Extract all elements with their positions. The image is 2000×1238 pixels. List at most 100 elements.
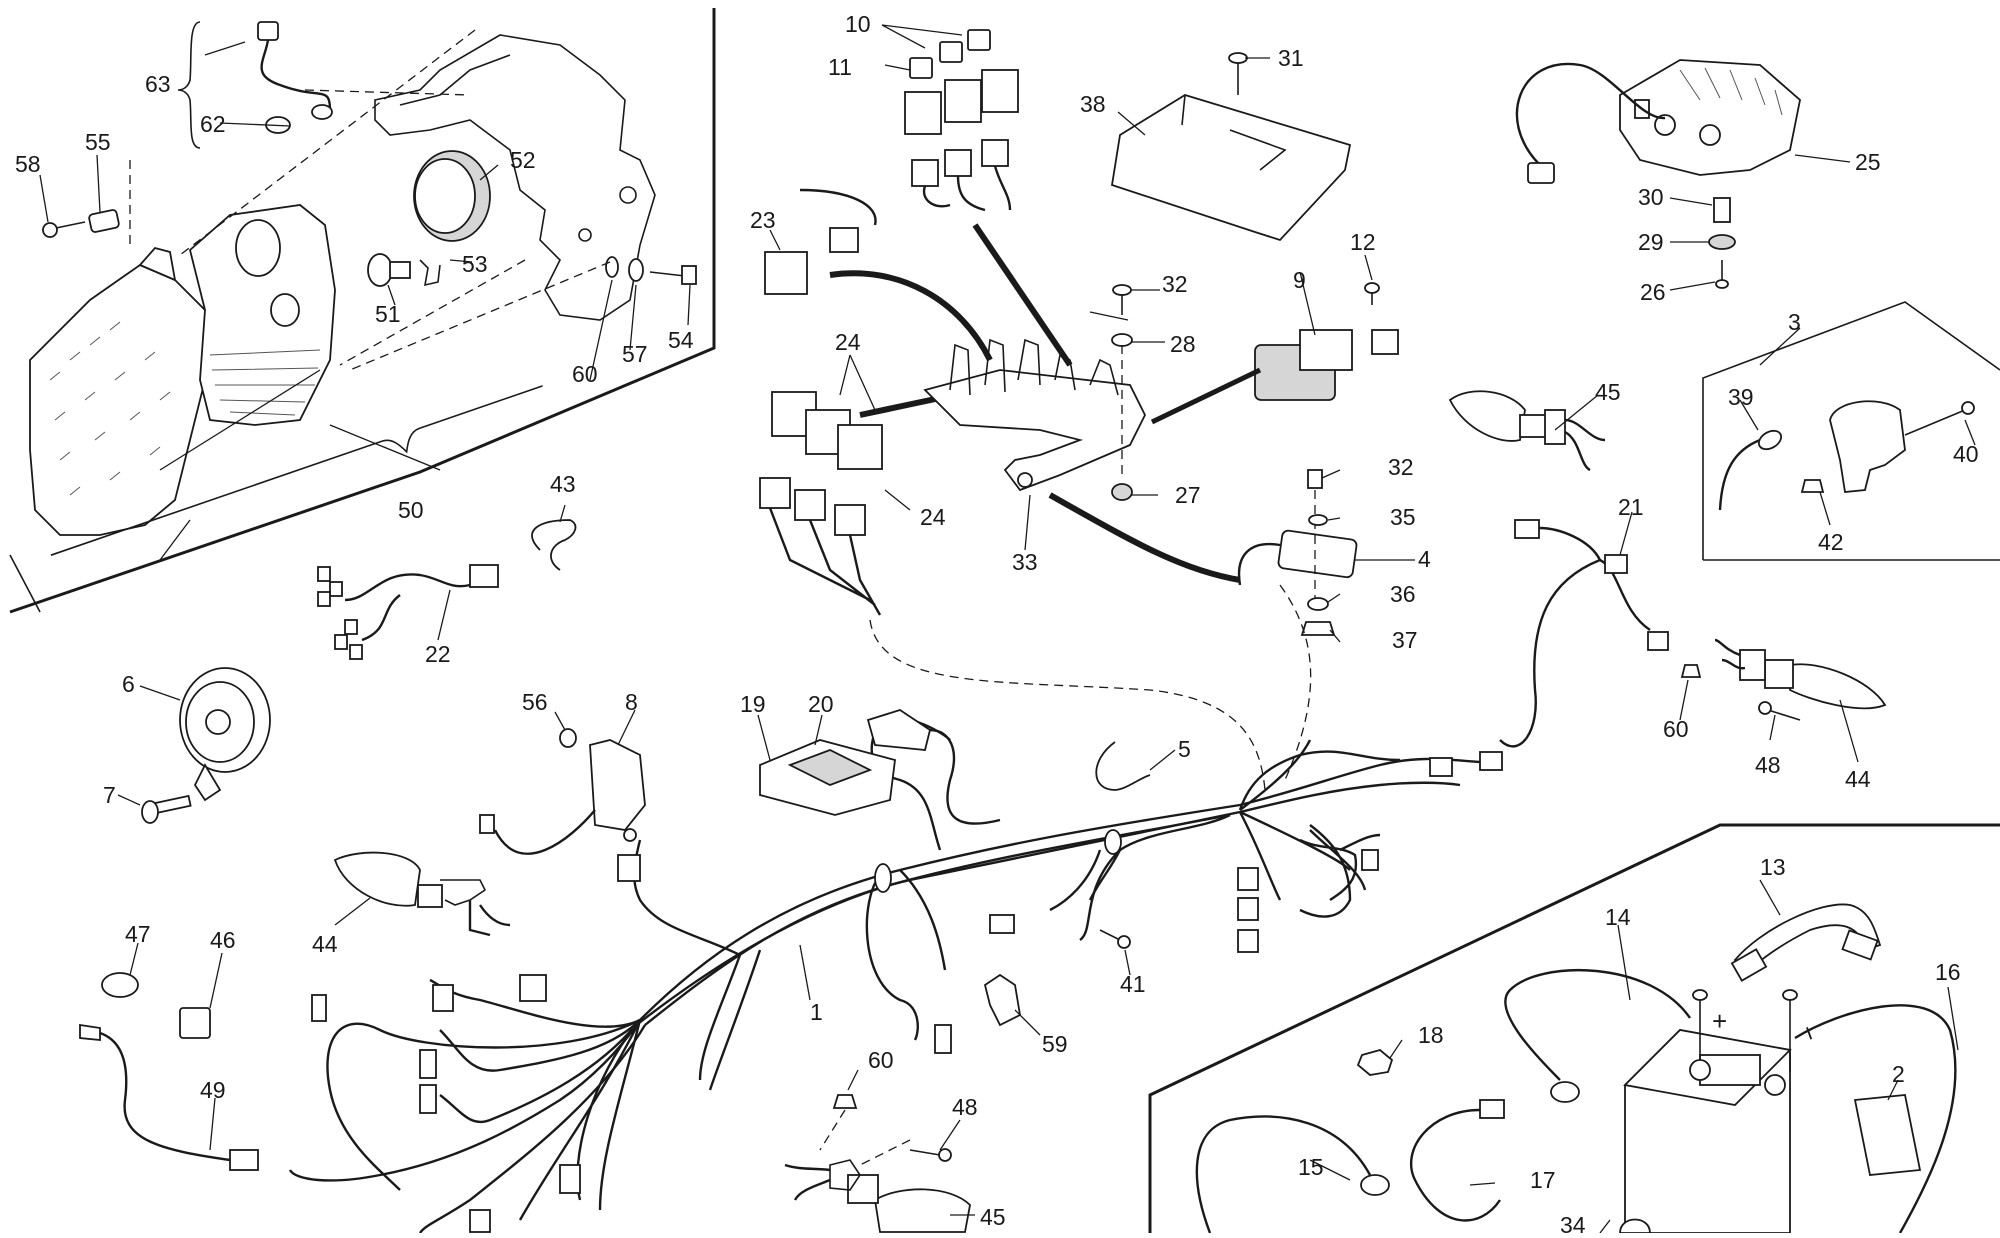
sensor-49 — [79, 1023, 259, 1171]
label-47: 47 — [125, 921, 151, 947]
nut-18 — [1356, 1049, 1394, 1076]
ecu-19-20 — [757, 709, 1001, 825]
label-36: 36 — [1390, 581, 1416, 607]
label-26: 26 — [1640, 279, 1666, 305]
label-13: 13 — [1760, 854, 1786, 880]
label-41: 41 — [1120, 971, 1146, 997]
brace-63 — [177, 21, 201, 149]
turn-signal-44-right — [1679, 638, 1887, 763]
label-24a: 24 — [835, 329, 861, 355]
cap-46 — [179, 1007, 211, 1039]
cover-52 — [413, 150, 491, 242]
label-9: 9 — [1293, 267, 1306, 293]
label-44b: 44 — [1845, 766, 1871, 792]
part-number-labels: 1 2 3 4 5 6 7 8 9 10 11 12 13 14 15 16 1… — [15, 11, 1979, 1238]
label-12: 12 — [1350, 229, 1376, 255]
label-55: 55 — [85, 129, 111, 155]
screw-58 — [42, 209, 120, 238]
label-32b: 32 — [1388, 454, 1414, 480]
label-32a: 32 — [1162, 271, 1188, 297]
screw-48-bottom — [909, 1149, 941, 1156]
licence-light-group — [1702, 301, 2000, 561]
strap-13 — [1733, 903, 1882, 972]
label-7: 7 — [103, 782, 116, 808]
label-23: 23 — [750, 207, 776, 233]
label-16: 16 — [1935, 959, 1961, 985]
label-10: 10 — [845, 11, 871, 37]
bulb-51 — [367, 253, 411, 287]
nut-60-right — [1680, 664, 1702, 678]
bolt-54 — [605, 256, 697, 285]
label-50: 50 — [398, 497, 424, 523]
label-56: 56 — [522, 689, 548, 715]
label-45a: 45 — [1595, 379, 1621, 405]
relay-11 — [904, 69, 1019, 212]
sub-harness-22 — [317, 564, 499, 660]
battery-group — [1148, 823, 2000, 1234]
screw-32-top — [1111, 284, 1133, 501]
label-11: 11 — [828, 54, 852, 80]
panel-border-headlight — [9, 8, 716, 614]
label-15: 15 — [1298, 1154, 1324, 1180]
label-44a: 44 — [312, 931, 338, 957]
sub-harness-21 — [1499, 511, 1669, 748]
bolt-40 — [1904, 409, 1966, 436]
nut-37 — [1300, 621, 1336, 636]
label-42: 42 — [1818, 529, 1844, 555]
label-45b: 45 — [980, 1204, 1006, 1230]
panel-border-3 — [1702, 301, 2000, 560]
tail-light-group — [1515, 59, 1851, 291]
clip-59 — [983, 973, 1021, 1027]
label-22: 22 — [425, 641, 451, 667]
connector — [311, 994, 327, 1022]
label-14: 14 — [1605, 904, 1631, 930]
connector-12-socket — [1371, 329, 1399, 355]
bulb-39 — [1757, 429, 1783, 451]
tail-light-25 — [1619, 59, 1801, 176]
battery-plus-sign: + — [1712, 1006, 1727, 1036]
label-25: 25 — [1855, 149, 1881, 175]
label-57: 57 — [622, 341, 648, 367]
label-35: 35 — [1390, 504, 1416, 530]
regulator-9 — [1254, 282, 1399, 401]
panel-border-battery — [1148, 823, 2000, 1233]
headlight-group — [9, 8, 716, 614]
pointer-relay-23 — [829, 270, 993, 362]
spring-clip-53 — [419, 259, 441, 287]
clip-43 — [531, 519, 577, 571]
label-60c: 60 — [868, 1047, 894, 1073]
clamp-47 — [101, 972, 139, 998]
spacer-55 — [88, 209, 120, 233]
screw-31 — [1228, 52, 1248, 64]
battery — [1623, 989, 1798, 1234]
label-39: 39 — [1728, 384, 1754, 410]
label-34: 34 — [1560, 1212, 1586, 1233]
label-2 — [1853, 1094, 1922, 1176]
label-21: 21 — [1618, 494, 1644, 520]
label-5: 5 — [1178, 736, 1191, 762]
label-40: 40 — [1953, 441, 1979, 467]
relay-23 — [764, 188, 877, 295]
nut-56 — [559, 728, 577, 748]
label-53: 53 — [462, 251, 488, 277]
label-33: 33 — [1012, 549, 1038, 575]
label-19: 19 — [740, 691, 766, 717]
turn-signal-44-left — [333, 851, 511, 937]
bracket-33 — [923, 338, 1147, 492]
label-37: 37 — [1392, 627, 1418, 653]
washer-35 — [1308, 514, 1328, 526]
label-46: 46 — [210, 927, 236, 953]
turn-signal-45-bottom — [784, 1069, 975, 1233]
label-38: 38 — [1080, 91, 1106, 117]
grommet-29 — [1708, 234, 1736, 250]
nut-42 — [1800, 479, 1825, 493]
clip-5 — [1095, 741, 1151, 791]
sensor-4 — [1048, 469, 1358, 636]
screw-12 — [1364, 282, 1380, 294]
label-6: 6 — [122, 671, 135, 697]
battery-minus-sign: − — [1793, 1021, 1826, 1046]
label-3: 3 — [1788, 309, 1801, 335]
label-8: 8 — [625, 689, 638, 715]
